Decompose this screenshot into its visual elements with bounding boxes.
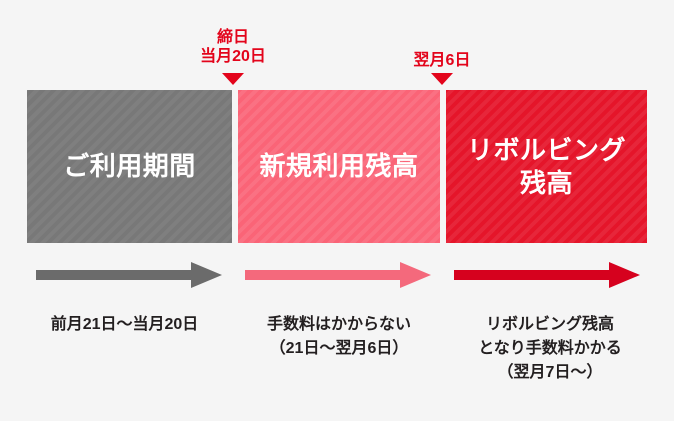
caption-new-usage-line1: 手数料はかからない [266,316,411,333]
block-new-usage-balance: 新規利用残高 [238,90,440,243]
down-triangle-icon-next-month [431,73,453,85]
arrow-shaft-revolving [454,270,615,280]
caption-new-usage: 手数料はかからない （21日〜翌月6日） [234,313,444,361]
caption-revolving-line3: （翌月7日〜） [497,364,603,381]
marker-closing-date-line1: 締日 [216,29,249,46]
arrow-shaft-usage [36,270,197,280]
arrow-right-icon-usage-period [36,262,222,288]
arrow-shaft-new-usage [245,270,406,280]
caption-revolving-line1: リボルビング残高 [485,316,614,333]
marker-next-month-6th-line1: 翌月6日 [413,52,471,69]
block-revolving-balance-label-line2: 残高 [519,167,573,198]
down-triangle-icon-closing [222,73,244,85]
block-usage-period-label: ご利用期間 [63,151,196,181]
marker-next-month-6th: 翌月6日 [366,51,518,70]
arrow-right-icon-new-usage [245,262,431,288]
caption-revolving-line2: となり手数料かかる [478,340,622,357]
caption-revolving: リボルビング残高 となり手数料かかる （翌月7日〜） [444,313,656,385]
block-revolving-balance-label-line1: リボルビング [466,134,626,165]
marker-closing-date-line2: 当月20日 [200,48,266,65]
arrow-head-usage [191,262,222,288]
block-new-usage-balance-label: 新規利用残高 [259,151,419,181]
marker-closing-date: 締日 当月20日 [157,28,309,66]
caption-usage-period-line1: 前月21日〜当月20日 [50,316,199,333]
caption-usage-period: 前月21日〜当月20日 [17,313,232,337]
arrow-head-revolving [609,262,640,288]
block-usage-period: ご利用期間 [27,90,232,243]
arrow-right-icon-revolving [454,262,640,288]
block-revolving-balance: リボルビング 残高 [446,90,647,243]
arrow-head-new-usage [400,262,431,288]
caption-new-usage-line2: （21日〜翌月6日） [269,340,409,357]
